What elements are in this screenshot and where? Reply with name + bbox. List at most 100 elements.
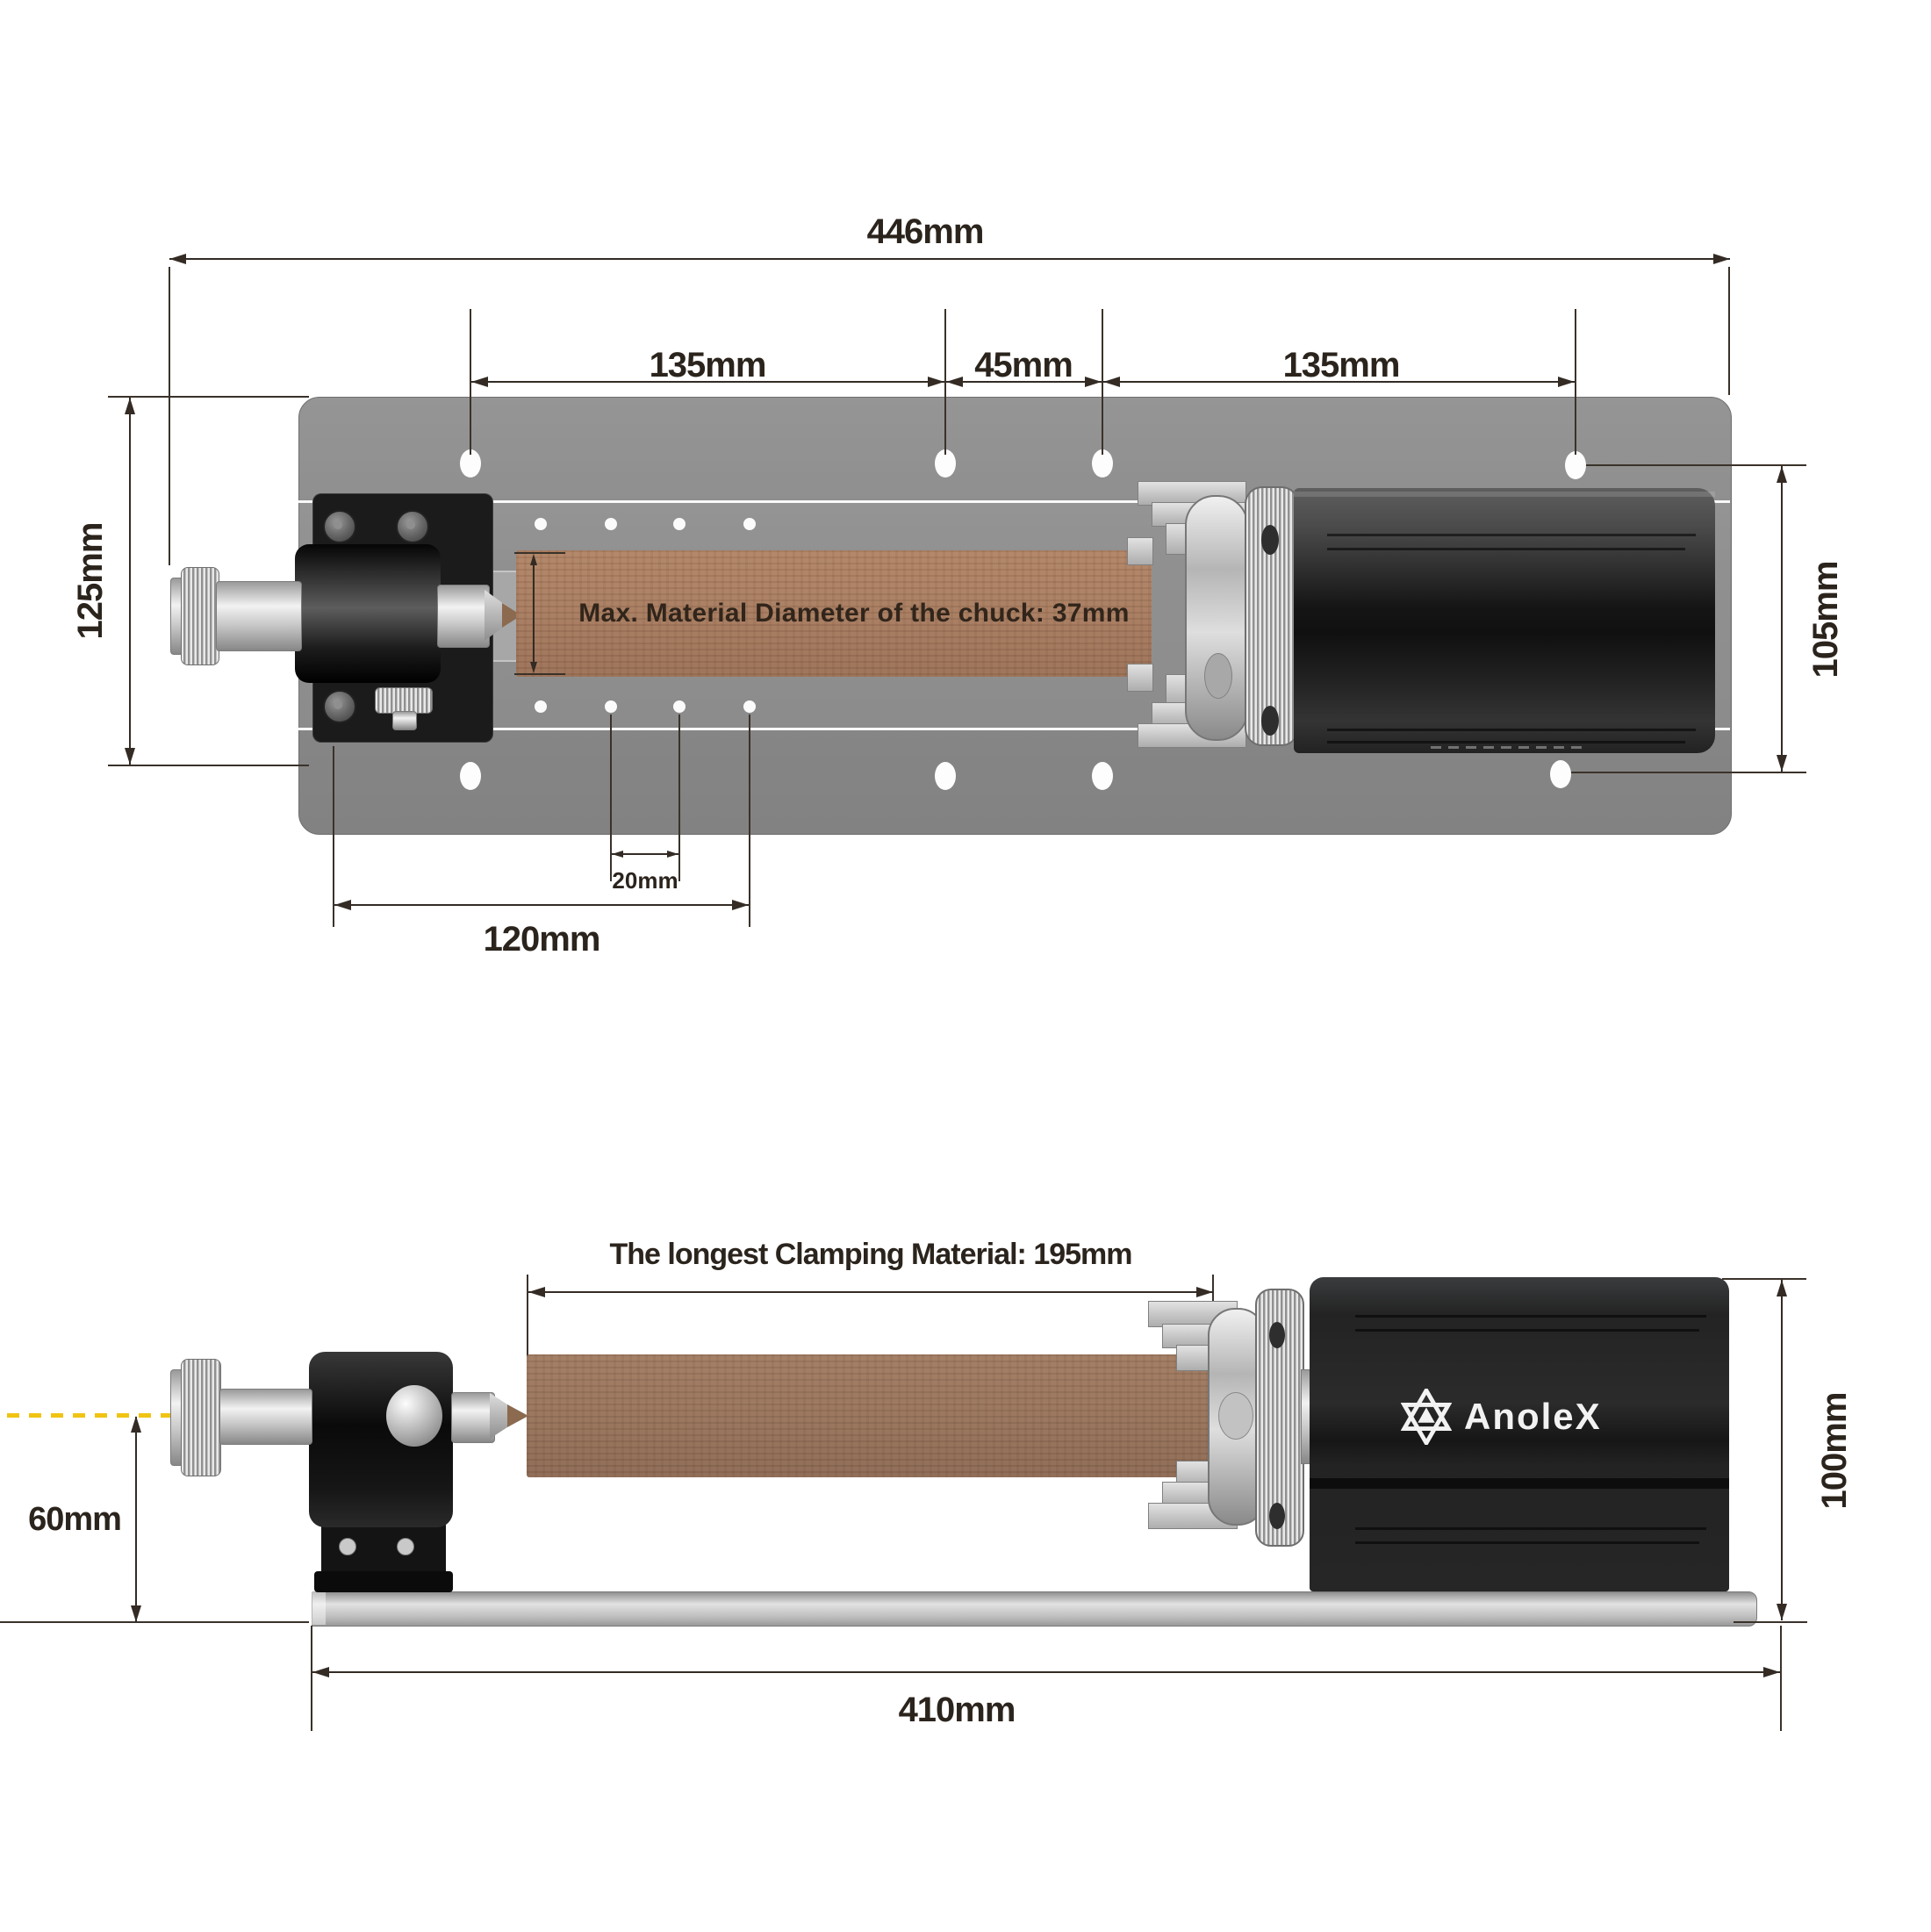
motor-etched-marks [1431, 746, 1582, 749]
top-view: Max. Material Diameter of the chuck: 37m… [71, 214, 1845, 959]
chuck-faceplate [1185, 495, 1248, 741]
dim-60-arrow-up [131, 1416, 141, 1433]
tailstock-shaft [216, 581, 302, 651]
plate-rail-line-bottom [298, 728, 1730, 730]
mount-hole [935, 762, 956, 790]
dim-span-ext [944, 309, 946, 455]
tailstock-pin [339, 1538, 356, 1555]
dim-410-ext-left [311, 1626, 312, 1731]
tailstock-knob-side [181, 1359, 221, 1476]
live-center-body-side [451, 1392, 495, 1443]
dim-195-arrow-left [528, 1287, 545, 1297]
dim-446-arrow-left [169, 254, 186, 264]
dim-100-arrow-down [1777, 1604, 1787, 1620]
motor-groove [1327, 534, 1696, 536]
adjust-hole [743, 700, 756, 713]
adjust-hole [673, 518, 686, 530]
tailstock-screw [323, 690, 356, 723]
dim-120-arrow-right [732, 900, 749, 910]
dim-100-line [1781, 1280, 1783, 1620]
gear-ring-hole-side [1269, 1503, 1285, 1529]
dim-410-label: 410mm [898, 1691, 1016, 1729]
dim-135L-label: 135mm [649, 346, 767, 384]
dim-span-ext [470, 309, 471, 455]
dim-20-ext [610, 715, 612, 881]
dim-135R-label: 135mm [1282, 346, 1401, 384]
dim-446-ext-left [169, 267, 170, 565]
dim-125-line [129, 398, 131, 765]
adjust-hole [535, 700, 547, 713]
dim-20-arrow-right [667, 851, 678, 858]
dim-446-ext-right [1728, 267, 1730, 395]
brand-name: AnoleX [1464, 1396, 1602, 1437]
dim-45-arrow-right [1085, 377, 1102, 387]
dim-125-arrow-up [125, 398, 135, 414]
tailstock-foot [314, 1571, 453, 1592]
dim-195-ext-left [527, 1275, 528, 1390]
dim-120-line [334, 904, 749, 906]
dim37-arrow-down [530, 662, 537, 673]
dim-105-arrow-up [1777, 466, 1787, 483]
dim-135R-arrow-right [1558, 377, 1575, 387]
dim-100-label: 100mm [1815, 1392, 1854, 1510]
brand-logo: AnoleX [1401, 1385, 1647, 1448]
dim-410-ext-right [1780, 1626, 1782, 1731]
dim37-arrow-up [530, 554, 537, 565]
dim-195-arrow-right [1196, 1287, 1213, 1297]
dim37-tick-top [514, 552, 565, 554]
dim-100-tick-top [1722, 1278, 1806, 1280]
motor-top [1294, 488, 1715, 753]
dim37-line [533, 557, 535, 671]
dim-135L-arrow-right [928, 377, 944, 387]
tailstock-lock-thumbwheel [375, 687, 433, 714]
mount-hole [1092, 762, 1113, 790]
dim-105-leader-top [1586, 464, 1806, 466]
motor-groove-side [1355, 1541, 1699, 1544]
dim-45-line [946, 381, 1102, 383]
side-view: The longest Clamping Material: 195mm [0, 966, 1931, 1932]
dim-100-arrow-up [1777, 1280, 1787, 1296]
dim-105-leader-bottom [1571, 772, 1806, 773]
motor-groove [1327, 729, 1696, 731]
brand-star-icon [1401, 1389, 1452, 1445]
live-center-tip-side [507, 1404, 528, 1427]
chuck-hub-side [1218, 1392, 1253, 1440]
chuck-note-label: Max. Material Diameter of the chuck: 37m… [578, 599, 1130, 628]
dim-100-tick-bottom [1734, 1621, 1807, 1623]
gear-ring-hole [1261, 525, 1279, 555]
mount-hole [1565, 451, 1586, 479]
dim-20-line [612, 853, 678, 855]
dim-125-tick-bottom [108, 765, 309, 766]
dim-105-line [1781, 466, 1783, 772]
mount-hole [1550, 760, 1571, 788]
base-rail [312, 1591, 1757, 1627]
gear-ring-hole [1261, 706, 1279, 736]
tailstock-body-top [295, 544, 441, 683]
adjust-hole [743, 518, 756, 530]
adjust-hole [535, 518, 547, 530]
adjust-hole [605, 700, 617, 713]
dim-410-arrow-left [312, 1667, 329, 1677]
live-center-body [437, 585, 490, 648]
dim-195-line [528, 1291, 1213, 1293]
dim-120-label: 120mm [483, 920, 601, 959]
adjust-hole [673, 700, 686, 713]
dim-60-tick-bottom [0, 1621, 309, 1623]
plate-rail-line-top [298, 500, 1730, 503]
dim-60-line [135, 1417, 137, 1622]
dim-135R-line [1103, 381, 1575, 383]
dim-span-ext [1575, 309, 1576, 455]
dim-120-ext-right [749, 715, 750, 927]
dim37-tick-bottom [514, 673, 565, 675]
dim-195-ext-right [1212, 1275, 1214, 1310]
tailstock-knob [181, 567, 219, 665]
tailstock-shaft-side [219, 1389, 312, 1445]
dim-60-arrow-down [131, 1605, 141, 1622]
motor-groove [1327, 741, 1685, 743]
tailstock-screw [323, 510, 356, 543]
dim-45-arrow-left [946, 377, 963, 387]
dim-20-arrow-left [612, 851, 623, 858]
dim-446-line [169, 258, 1730, 260]
dim-195-label: The longest Clamping Material: 195mm [609, 1238, 1132, 1271]
motor-top-highlight [1294, 492, 1715, 497]
